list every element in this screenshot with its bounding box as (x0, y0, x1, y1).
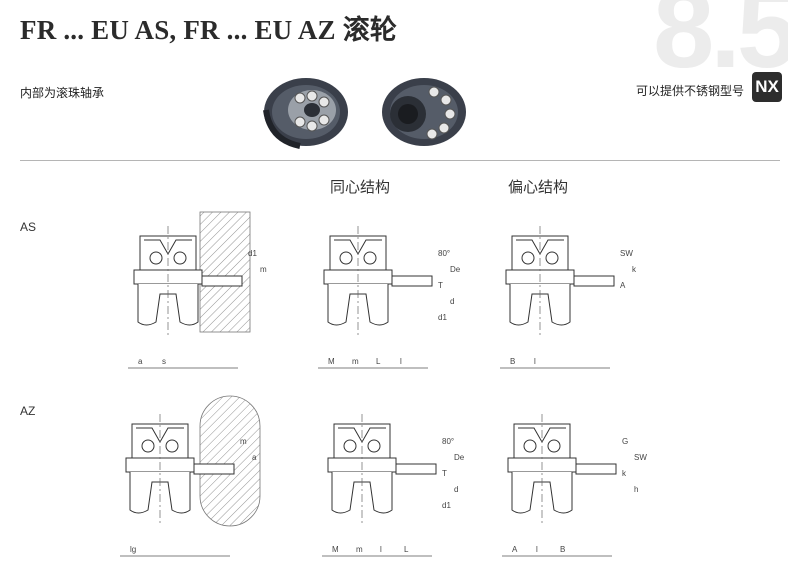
mounting-wall-az1 (199, 395, 261, 527)
dimension-label: l (536, 545, 538, 554)
dimension-label: M (328, 357, 335, 366)
row-label-as: AS (20, 220, 37, 234)
dimension-label: k (622, 469, 627, 478)
stainless-note: 可以提供不锈钢型号 (635, 84, 744, 98)
column-heading-concentric: 同心结构 (330, 179, 391, 196)
nx-badge: NX (752, 72, 782, 102)
dimension-label: 80° (438, 249, 450, 258)
dimension-label: B (560, 545, 565, 554)
roller-shaft (573, 275, 615, 287)
dimension-label: a (138, 357, 143, 366)
dimension-label: G (622, 437, 628, 446)
dimension-label: L (376, 357, 381, 366)
roller-drawing-az3 (507, 413, 577, 525)
page-title: FR ... EU AS, FR ... EU AZ 滚轮 (20, 15, 398, 45)
dimension-label: d1 (248, 249, 257, 258)
roller-drawing-as2 (323, 225, 393, 337)
dimension-label: s (162, 357, 166, 366)
dimension-label: d (450, 297, 454, 306)
subtitle: 内部为滚珠轴承 (20, 86, 105, 100)
roller-shaft (575, 463, 617, 475)
dimension-label: A (620, 281, 626, 290)
dimension-label: A (512, 545, 518, 554)
dimension-label: a (252, 453, 257, 462)
roller-drawing-as1 (133, 225, 203, 337)
roller-drawing-az1 (125, 413, 195, 525)
row-label-az: AZ (20, 404, 36, 418)
dimension-label: De (454, 453, 465, 462)
dimension-label: M (332, 545, 339, 554)
dimension-label: m (352, 357, 359, 366)
dimension-label: m (260, 265, 267, 274)
dimension-label: T (442, 469, 447, 478)
roller-shaft (193, 463, 235, 475)
dimension-label: d1 (442, 501, 451, 510)
mounting-wall-as1 (199, 211, 251, 333)
dimension-label: T (438, 281, 443, 290)
dimension-label: h (634, 485, 638, 494)
roller-drawing-as3 (505, 225, 575, 337)
dimension-label: d1 (438, 313, 447, 322)
dimension-label: SW (634, 453, 647, 462)
roller-photo-left (263, 78, 348, 149)
dimension-label: L (404, 545, 409, 554)
dimension-label: m (356, 545, 363, 554)
dimension-label: SW (620, 249, 633, 258)
dimension-label: l (400, 357, 402, 366)
roller-shaft (391, 275, 433, 287)
dimension-label: lg (130, 545, 136, 554)
roller-shaft (201, 275, 243, 287)
roller-shaft (395, 463, 437, 475)
dimension-label: 80° (442, 437, 454, 446)
roller-photo-right (382, 78, 466, 146)
dimension-label: l (534, 357, 536, 366)
dimension-label: m (240, 437, 247, 446)
dimension-label: l (380, 545, 382, 554)
dimension-label: k (632, 265, 637, 274)
dimension-label: d (454, 485, 458, 494)
roller-drawing-az2 (327, 413, 397, 525)
dimension-label: B (510, 357, 515, 366)
dimension-label: De (450, 265, 461, 274)
column-heading-eccentric: 偏心结构 (508, 179, 569, 196)
section-divider (20, 160, 780, 161)
